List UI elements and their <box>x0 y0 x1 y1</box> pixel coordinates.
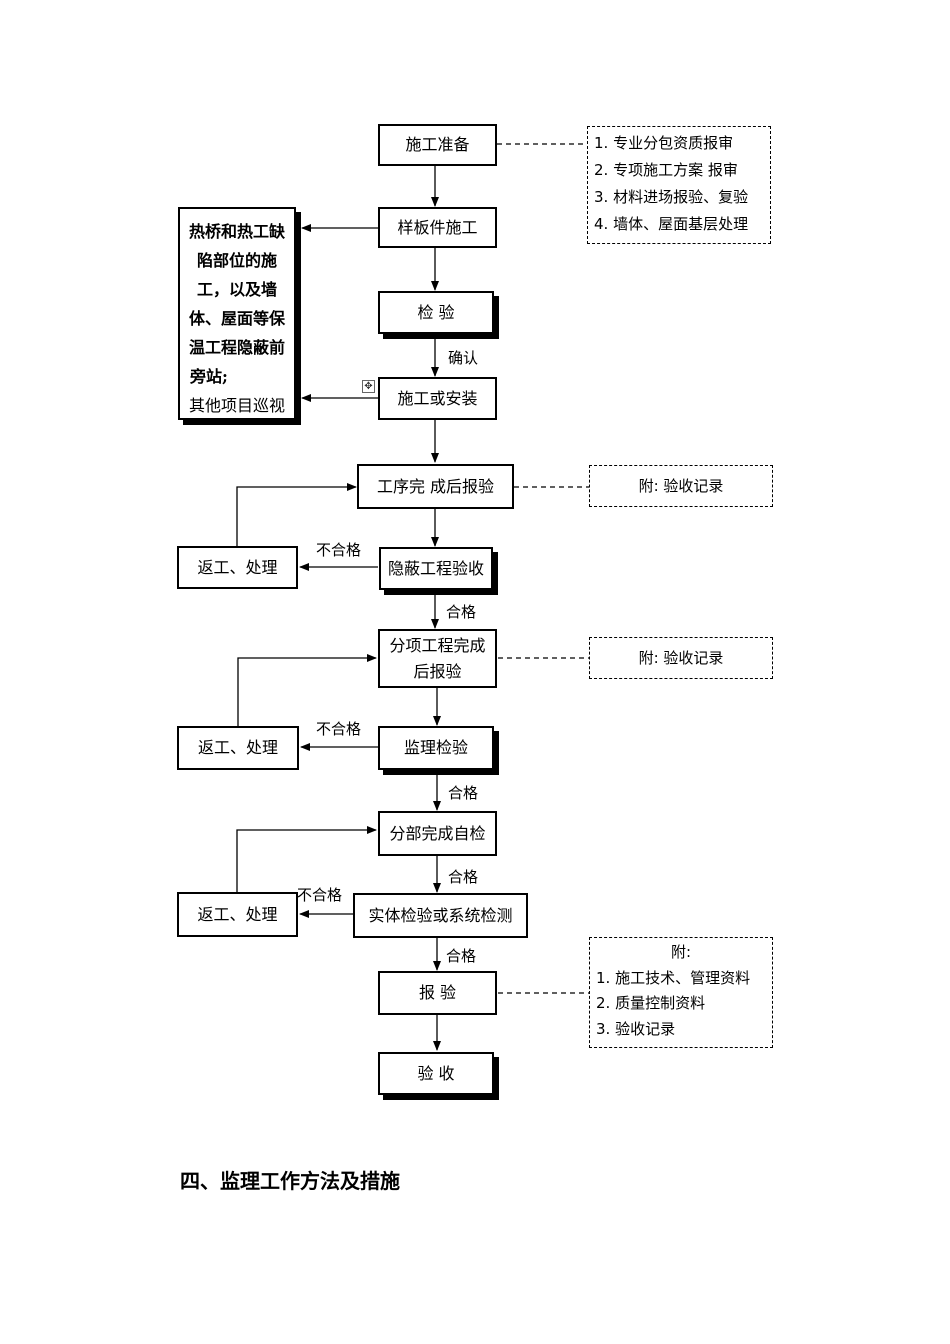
report-note-item: 1. 施工技术、管理资料 <box>596 968 751 987</box>
edge-label-pass: 合格 <box>446 947 477 965</box>
rework-box: 返工、处理 <box>177 726 299 770</box>
step-sample: 样板件施工 <box>378 207 497 248</box>
left-note-box: 热桥和热工缺 陷部位的施 工，以及墙 体、屋面等保 温工程隐蔽前 旁站; 其他项… <box>178 207 296 420</box>
note-line: 体、屋面等保 <box>188 309 285 328</box>
note-line: 旁站; <box>190 367 228 386</box>
loop-rework-2 <box>237 654 377 726</box>
note-line: 工，以及墙 <box>196 280 277 299</box>
step-install: 施工或安装 <box>378 377 497 420</box>
step-accept: 验 收 <box>378 1052 494 1095</box>
note-line: 其他项目巡视 <box>188 396 285 415</box>
edge-label-pass: 合格 <box>446 603 477 621</box>
edge-label-pass: 合格 <box>448 784 479 802</box>
step-prep: 施工准备 <box>378 124 497 166</box>
step-subitem-report: 分项工程完成后报验 <box>378 629 497 688</box>
edge-label-fail: 不合格 <box>316 720 362 738</box>
rework-box: 返工、处理 <box>177 546 298 589</box>
step-process-report: 工序完 成后报验 <box>357 464 514 509</box>
edge-label-pass: 合格 <box>448 868 479 886</box>
step-supervise-inspect: 监理检验 <box>378 726 494 770</box>
move-handle-icon[interactable]: ✥ <box>362 380 375 393</box>
edge-label-confirm: 确认 <box>448 349 479 367</box>
note-line: 陷部位的施 <box>196 251 277 270</box>
prep-note-item: 3. 材料进场报验、复验 <box>594 188 749 206</box>
edge-label-fail: 不合格 <box>316 541 362 559</box>
process-note-box: 附: 验收记录 <box>589 465 773 507</box>
rework-box: 返工、处理 <box>177 892 298 937</box>
note-line: 热桥和热工缺 <box>188 222 285 241</box>
edge-label-fail: 不合格 <box>297 886 343 904</box>
prep-note-item: 4. 墙体、屋面基层处理 <box>594 215 749 233</box>
step-hidden-accept: 隐蔽工程验收 <box>379 547 493 590</box>
step-entity-test: 实体检验或系统检测 <box>353 893 528 938</box>
loop-rework-1 <box>236 483 357 546</box>
step-inspect: 检 验 <box>378 291 494 334</box>
loop-rework-3 <box>236 826 377 892</box>
step-subpart-selfcheck: 分部完成自检 <box>378 811 497 856</box>
step-report: 报 验 <box>378 971 497 1015</box>
note-line: 温工程隐蔽前 <box>188 338 285 357</box>
report-note-title: 附: <box>670 943 692 961</box>
subitem-note-box: 附: 验收记录 <box>589 637 773 679</box>
report-notes-box: 附: 1. 施工技术、管理资料 2. 质量控制资料 3. 验收记录 <box>589 937 773 1048</box>
prep-note-item: 2. 专项施工方案 报审 <box>594 161 738 179</box>
prep-note-item: 1. 专业分包资质报审 <box>594 134 734 152</box>
report-note-item: 3. 验收记录 <box>596 1019 676 1038</box>
section-heading: 四、监理工作方法及措施 <box>180 1169 400 1193</box>
report-note-item: 2. 质量控制资料 <box>596 994 706 1012</box>
prep-notes-box: 1. 专业分包资质报审 2. 专项施工方案 报审 3. 材料进场报验、复验 4.… <box>587 126 771 244</box>
